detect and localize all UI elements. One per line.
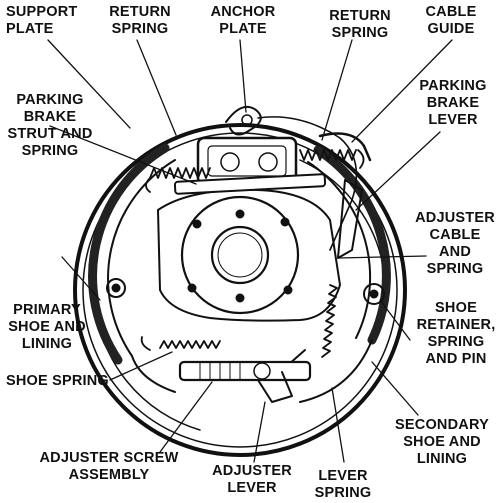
hub-flange (157, 188, 341, 322)
label-lever-spring: LEVER SPRING (314, 468, 372, 501)
label-adjuster-screw: ADJUSTER SCREW ASSEMBLY (39, 450, 179, 483)
label-secondary-shoe: SECONDARY SHOE AND LINING (395, 417, 489, 467)
leader-lines (47, 39, 453, 463)
label-parking-brake-strut: PARKING BRAKE STRUT AND SPRING (7, 92, 93, 159)
label-support-plate: SUPPORT PLATE (6, 4, 78, 37)
label-return-spring-right: RETURN SPRING (329, 8, 391, 41)
anchor-plate (225, 106, 262, 136)
label-adjuster-cable: ADJUSTER CABLE AND SPRING (415, 210, 495, 277)
label-cable-guide: CABLE GUIDE (425, 4, 477, 37)
label-parking-brake-lever: PARKING BRAKE LEVER (419, 78, 487, 128)
return-spring-left (145, 167, 211, 193)
adjuster-cable (257, 116, 358, 251)
adjuster-cable-spring (279, 284, 338, 373)
shoe-retainer-pins (106, 278, 385, 305)
label-primary-shoe: PRIMARY SHOE AND LINING (8, 302, 86, 352)
secondary-shoe (299, 145, 391, 403)
adjuster-lever (257, 371, 293, 403)
shoe-spring (140, 336, 221, 351)
parking-brake-lever (337, 179, 363, 259)
primary-shoe (88, 143, 176, 393)
label-shoe-retainer: SHOE RETAINER, SPRING AND PIN (416, 300, 496, 367)
cable-guide (318, 132, 372, 162)
label-shoe-spring: SHOE SPRING (6, 373, 109, 389)
parking-brake-strut (173, 173, 327, 195)
label-anchor-plate: ANCHOR PLATE (210, 4, 276, 37)
adjuster-screw (178, 360, 312, 382)
label-adjuster-lever: ADJUSTER LEVER (212, 463, 292, 496)
label-return-spring-left: RETURN SPRING (109, 4, 171, 37)
return-spring-right (299, 149, 365, 169)
